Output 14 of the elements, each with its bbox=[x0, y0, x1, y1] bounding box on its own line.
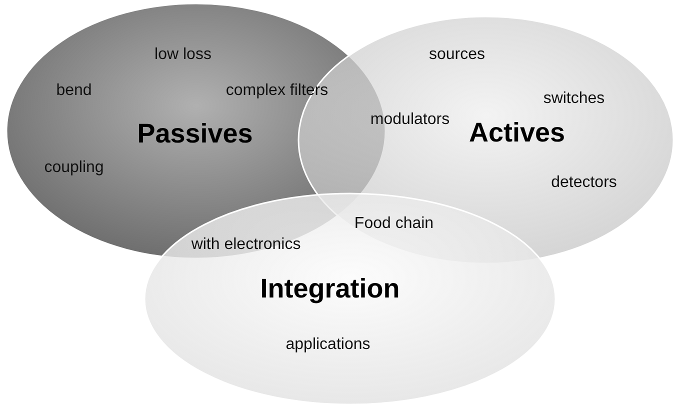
item-text: sources bbox=[428, 46, 486, 64]
item-text: applications bbox=[286, 336, 370, 354]
item-text: low loss bbox=[154, 46, 212, 64]
set-title: Passives bbox=[137, 118, 253, 150]
item-text: detectors bbox=[551, 174, 617, 192]
venn-ellipse bbox=[143, 192, 557, 406]
item-text: coupling bbox=[44, 159, 104, 177]
set-title: Integration bbox=[260, 274, 400, 304]
item-text: with electronics bbox=[191, 236, 301, 254]
item-text: bend bbox=[56, 82, 92, 100]
set-title: Actives bbox=[468, 118, 566, 148]
item-text: switches bbox=[543, 90, 605, 108]
item-text: modulators bbox=[370, 111, 450, 129]
item-text: Food chain bbox=[354, 215, 434, 233]
